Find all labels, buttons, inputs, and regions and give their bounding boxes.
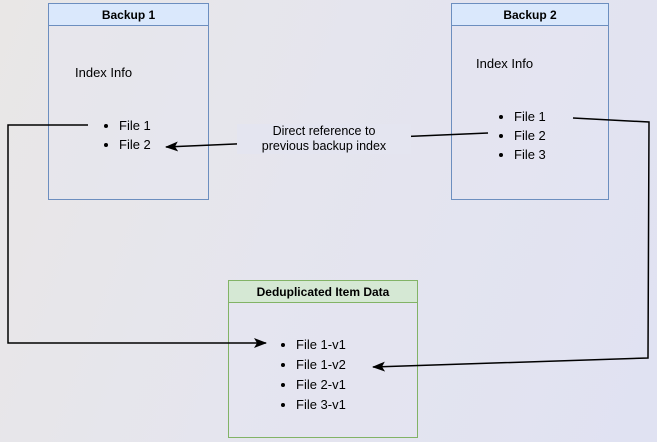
file-list-item: File 3 [514,145,546,164]
backup2-title: Backup 2 [503,8,557,22]
file-list-item: File 2 [514,126,546,145]
backup1-file-list: File 1 File 2 [101,116,151,154]
file-list-item: File 1-v1 [296,335,346,355]
file-list-item: File 3-v1 [296,395,346,415]
annotation-line1: Direct reference to [272,124,376,138]
backup1-title: Backup 1 [101,8,156,22]
backup2-file-list: File 1 File 2 File 3 [496,107,546,164]
annotation-label: Direct reference to previous backup inde… [237,124,411,154]
annotation-line2: previous backup index [261,139,387,153]
dedup-box: Deduplicated Item Data File 1-v1 File 1-… [228,280,418,438]
backup1-box: Backup 1 Index Info File 1 File 2 [48,3,209,200]
file-list-item: File 1 [119,116,151,135]
backup1-index-info-label: Index Info [75,65,133,80]
dedup-title: Deduplicated Item Data [256,285,390,299]
backup1-header: Backup 1 [49,4,208,26]
file-list-item: File 1 [514,107,546,126]
file-list-item: File 2-v1 [296,375,346,395]
file-list-item: File 2 [119,135,151,154]
dedup-header: Deduplicated Item Data [229,281,417,303]
backup2-index-info-label: Index Info [476,56,534,71]
file-list-item: File 1-v2 [296,355,346,375]
backup2-header: Backup 2 [452,4,608,26]
dedup-file-list: File 1-v1 File 1-v2 File 2-v1 File 3-v1 [278,335,346,415]
backup2-box: Backup 2 Index Info File 1 File 2 File 3 [451,3,609,200]
